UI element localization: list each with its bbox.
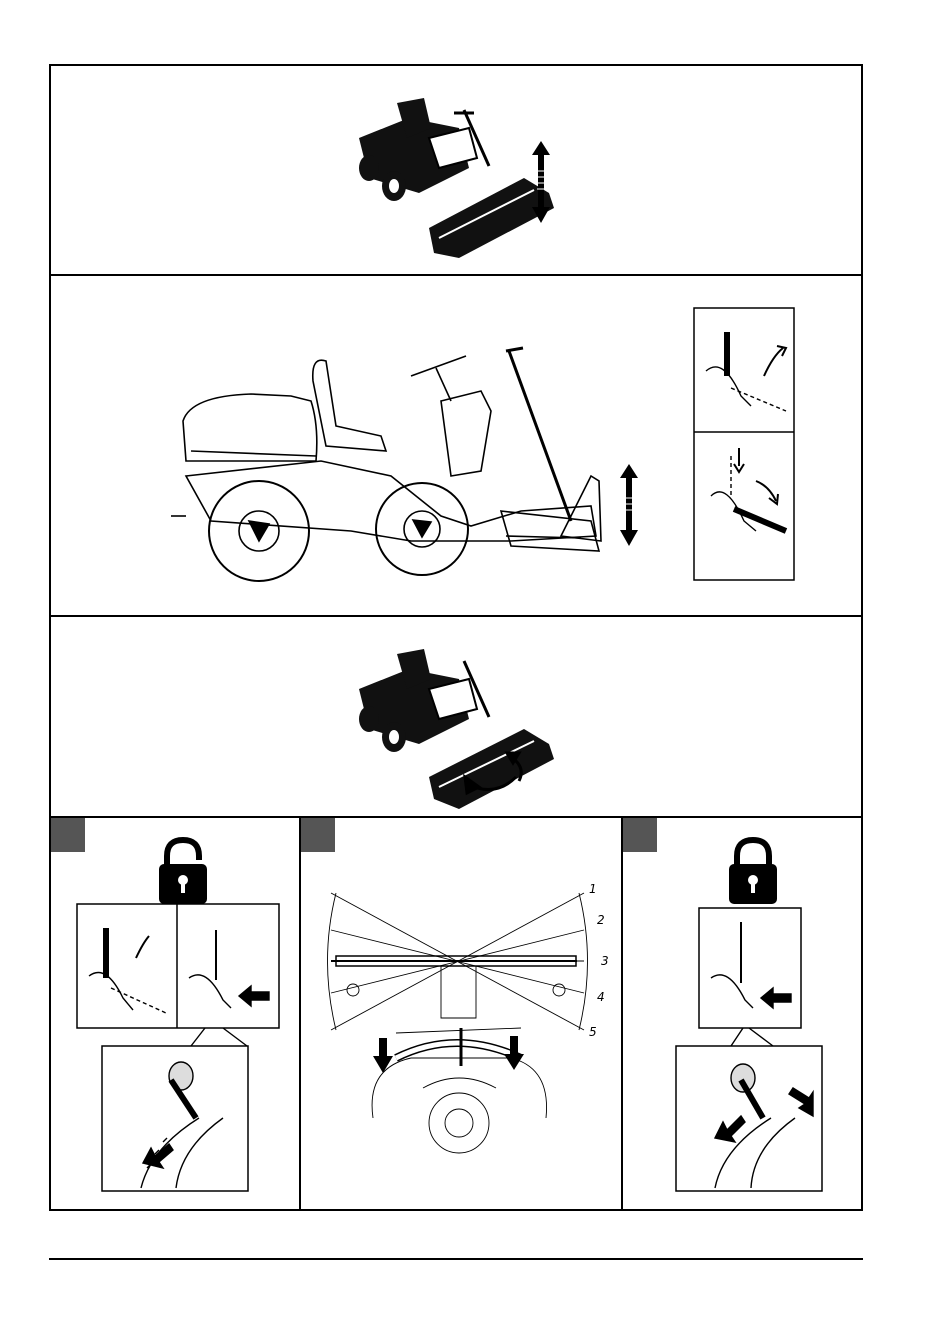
lock-step xyxy=(623,818,861,1209)
tractor-angle-illustration xyxy=(51,617,861,818)
footer-rule xyxy=(49,1258,863,1260)
angle-label-1: 1 xyxy=(589,882,597,896)
lever-release-inset xyxy=(694,308,794,580)
unlock-step xyxy=(51,818,301,1209)
tractor-side-illustration xyxy=(51,276,861,617)
up-down-arrow-icon xyxy=(620,464,638,546)
angle-label-2: 2 xyxy=(597,913,605,927)
snowplow-angle-overview xyxy=(51,617,861,818)
figure-frame: 1 2 3 4 5 xyxy=(49,64,863,1211)
lever-detail-insets xyxy=(77,904,279,1191)
padlock-closed-icon xyxy=(729,840,777,904)
padlock-open-icon xyxy=(159,840,207,904)
angle-label-4: 4 xyxy=(597,990,605,1004)
tractor-with-blade-illustration xyxy=(51,66,861,276)
angle-label-5: 5 xyxy=(589,1025,597,1039)
steps-row: 1 2 3 4 5 xyxy=(51,818,861,1209)
angle-label-3: 3 xyxy=(601,954,609,968)
snowplow-mounted-side-view xyxy=(51,276,861,617)
arrow-up-left xyxy=(373,1038,393,1073)
snowplow-raise-lower-overview xyxy=(51,66,861,276)
lever-lock-insets xyxy=(676,908,822,1191)
up-down-arrow-icon xyxy=(532,141,550,223)
angle-positions-step: 1 2 3 4 5 xyxy=(301,818,623,1209)
